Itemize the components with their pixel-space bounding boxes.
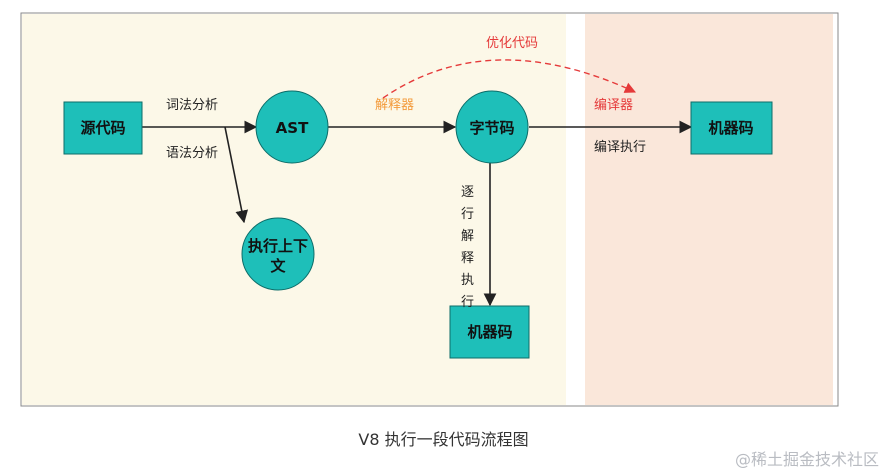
bytecode-label: 字节码 bbox=[469, 119, 514, 137]
interpret-execute-char-2: 行 bbox=[461, 207, 474, 222]
machine-code-node-right bbox=[690, 101, 773, 155]
machine-code-label-bottom: 机器码 bbox=[467, 323, 512, 341]
compiler-panel bbox=[585, 14, 833, 405]
machine-code-node-bottom bbox=[449, 305, 530, 359]
interpreter-label: 解释器 bbox=[375, 98, 414, 113]
execution-context-label-line2: 文 bbox=[270, 257, 286, 275]
interpret-execute-char-4: 释 bbox=[461, 251, 474, 266]
syntax-analysis-label: 语法分析 bbox=[166, 146, 218, 161]
source-code-node bbox=[63, 101, 143, 155]
interpret-execute-char-5: 执 bbox=[461, 273, 474, 288]
compiler-label: 编译器 bbox=[594, 98, 633, 113]
lexical-analysis-label: 词法分析 bbox=[166, 98, 218, 113]
watermark: @稀土掘金技术社区 bbox=[734, 450, 879, 469]
ast-label: AST bbox=[276, 119, 309, 137]
bytecode-node bbox=[455, 90, 529, 164]
source-code-label: 源代码 bbox=[80, 119, 125, 137]
execution-context-node bbox=[241, 217, 315, 291]
machine-code-label-right: 机器码 bbox=[708, 119, 753, 137]
interpret-execute-char-3: 解 bbox=[461, 229, 474, 244]
execution-context-label-line1: 执行上下 bbox=[248, 237, 308, 255]
interpret-execute-char-1: 逐 bbox=[461, 185, 474, 200]
ast-node bbox=[255, 90, 329, 164]
interpret-execute-char-6: 行 bbox=[461, 295, 474, 310]
compile-execute-label: 编译执行 bbox=[594, 140, 646, 155]
optimize-code-label: 优化代码 bbox=[486, 36, 538, 51]
figure-caption: V8 执行一段代码流程图 bbox=[358, 430, 529, 449]
to-context-arrow bbox=[224, 126, 249, 224]
optimize-dashed-arrow bbox=[382, 59, 637, 99]
